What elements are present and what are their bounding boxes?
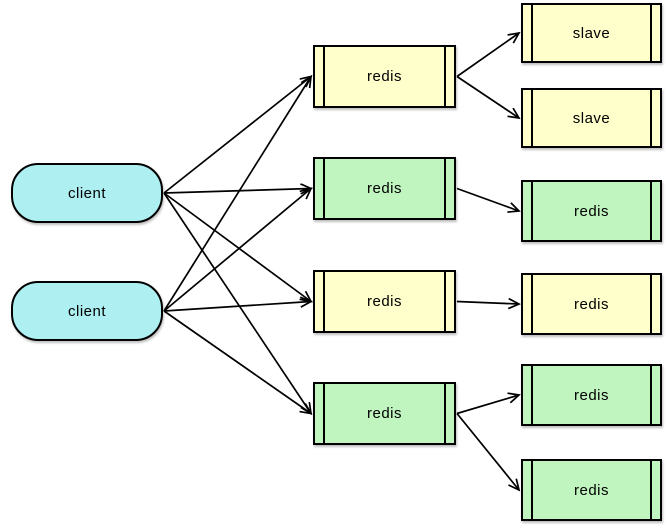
node-redis-replica-2: redis <box>521 273 662 335</box>
node-label-redis-replica-4: redis <box>573 481 609 499</box>
node-label-redis-replica-3: redis <box>573 386 609 404</box>
node-client-2: client <box>11 281 163 341</box>
process-bar-left <box>531 182 533 240</box>
process-bar-right <box>650 5 652 61</box>
node-slave-1: slave <box>521 3 662 63</box>
edge-client-1-to-redis-master-2 <box>163 189 311 194</box>
edge-redis-master-4-to-redis-replica-3 <box>456 395 519 415</box>
process-bar-left <box>323 272 325 331</box>
edge-client-2-to-redis-master-3 <box>163 302 311 312</box>
node-redis-replica-1: redis <box>521 180 662 242</box>
node-label-redis-replica-2: redis <box>573 295 609 313</box>
node-redis-replica-3: redis <box>521 364 662 426</box>
node-redis-master-1: redis <box>313 45 456 108</box>
edge-client-1-to-redis-master-1 <box>163 77 311 194</box>
process-bar-right <box>650 461 652 519</box>
process-bar-right <box>444 384 446 443</box>
edge-redis-master-1-to-slave-2 <box>456 75 519 119</box>
process-bar-left <box>323 47 325 106</box>
node-label-client-1: client <box>67 184 107 202</box>
process-bar-right <box>444 47 446 106</box>
node-label-client-2: client <box>67 302 107 320</box>
node-redis-master-2: redis <box>313 157 456 220</box>
edge-redis-master-3-to-redis-replica-2 <box>456 302 519 305</box>
edge-client-2-to-redis-master-1 <box>163 77 311 312</box>
node-label-redis-master-1: redis <box>366 68 402 85</box>
node-client-1: client <box>11 163 163 223</box>
process-bar-right <box>650 90 652 146</box>
process-bar-right <box>650 366 652 424</box>
process-bar-right <box>444 159 446 218</box>
process-bar-right <box>650 182 652 240</box>
node-label-slave-1: slave <box>572 24 611 42</box>
process-bar-left <box>531 366 533 424</box>
node-label-redis-master-4: redis <box>366 405 402 422</box>
node-redis-master-3: redis <box>313 270 456 333</box>
process-bar-left <box>323 159 325 218</box>
node-slave-2: slave <box>521 88 662 148</box>
edge-client-2-to-redis-master-2 <box>163 189 311 312</box>
edge-redis-master-1-to-slave-1 <box>456 33 519 78</box>
process-bar-left <box>531 461 533 519</box>
process-bar-left <box>323 384 325 443</box>
node-label-redis-replica-1: redis <box>573 202 609 220</box>
node-redis-master-4: redis <box>313 382 456 445</box>
process-bar-right <box>444 272 446 331</box>
process-bar-left <box>531 275 533 333</box>
edge-redis-master-4-to-redis-replica-4 <box>456 412 519 491</box>
process-bar-left <box>531 90 533 146</box>
node-redis-replica-4: redis <box>521 459 662 521</box>
edge-client-2-to-redis-master-4 <box>163 310 311 414</box>
edge-redis-master-2-to-redis-replica-1 <box>456 187 519 212</box>
process-bar-right <box>650 275 652 333</box>
node-label-slave-2: slave <box>572 109 611 127</box>
edge-client-1-to-redis-master-4 <box>163 192 311 414</box>
node-label-redis-master-2: redis <box>366 180 402 197</box>
process-bar-left <box>531 5 533 61</box>
node-label-redis-master-3: redis <box>366 293 402 310</box>
edge-client-1-to-redis-master-3 <box>163 192 311 302</box>
